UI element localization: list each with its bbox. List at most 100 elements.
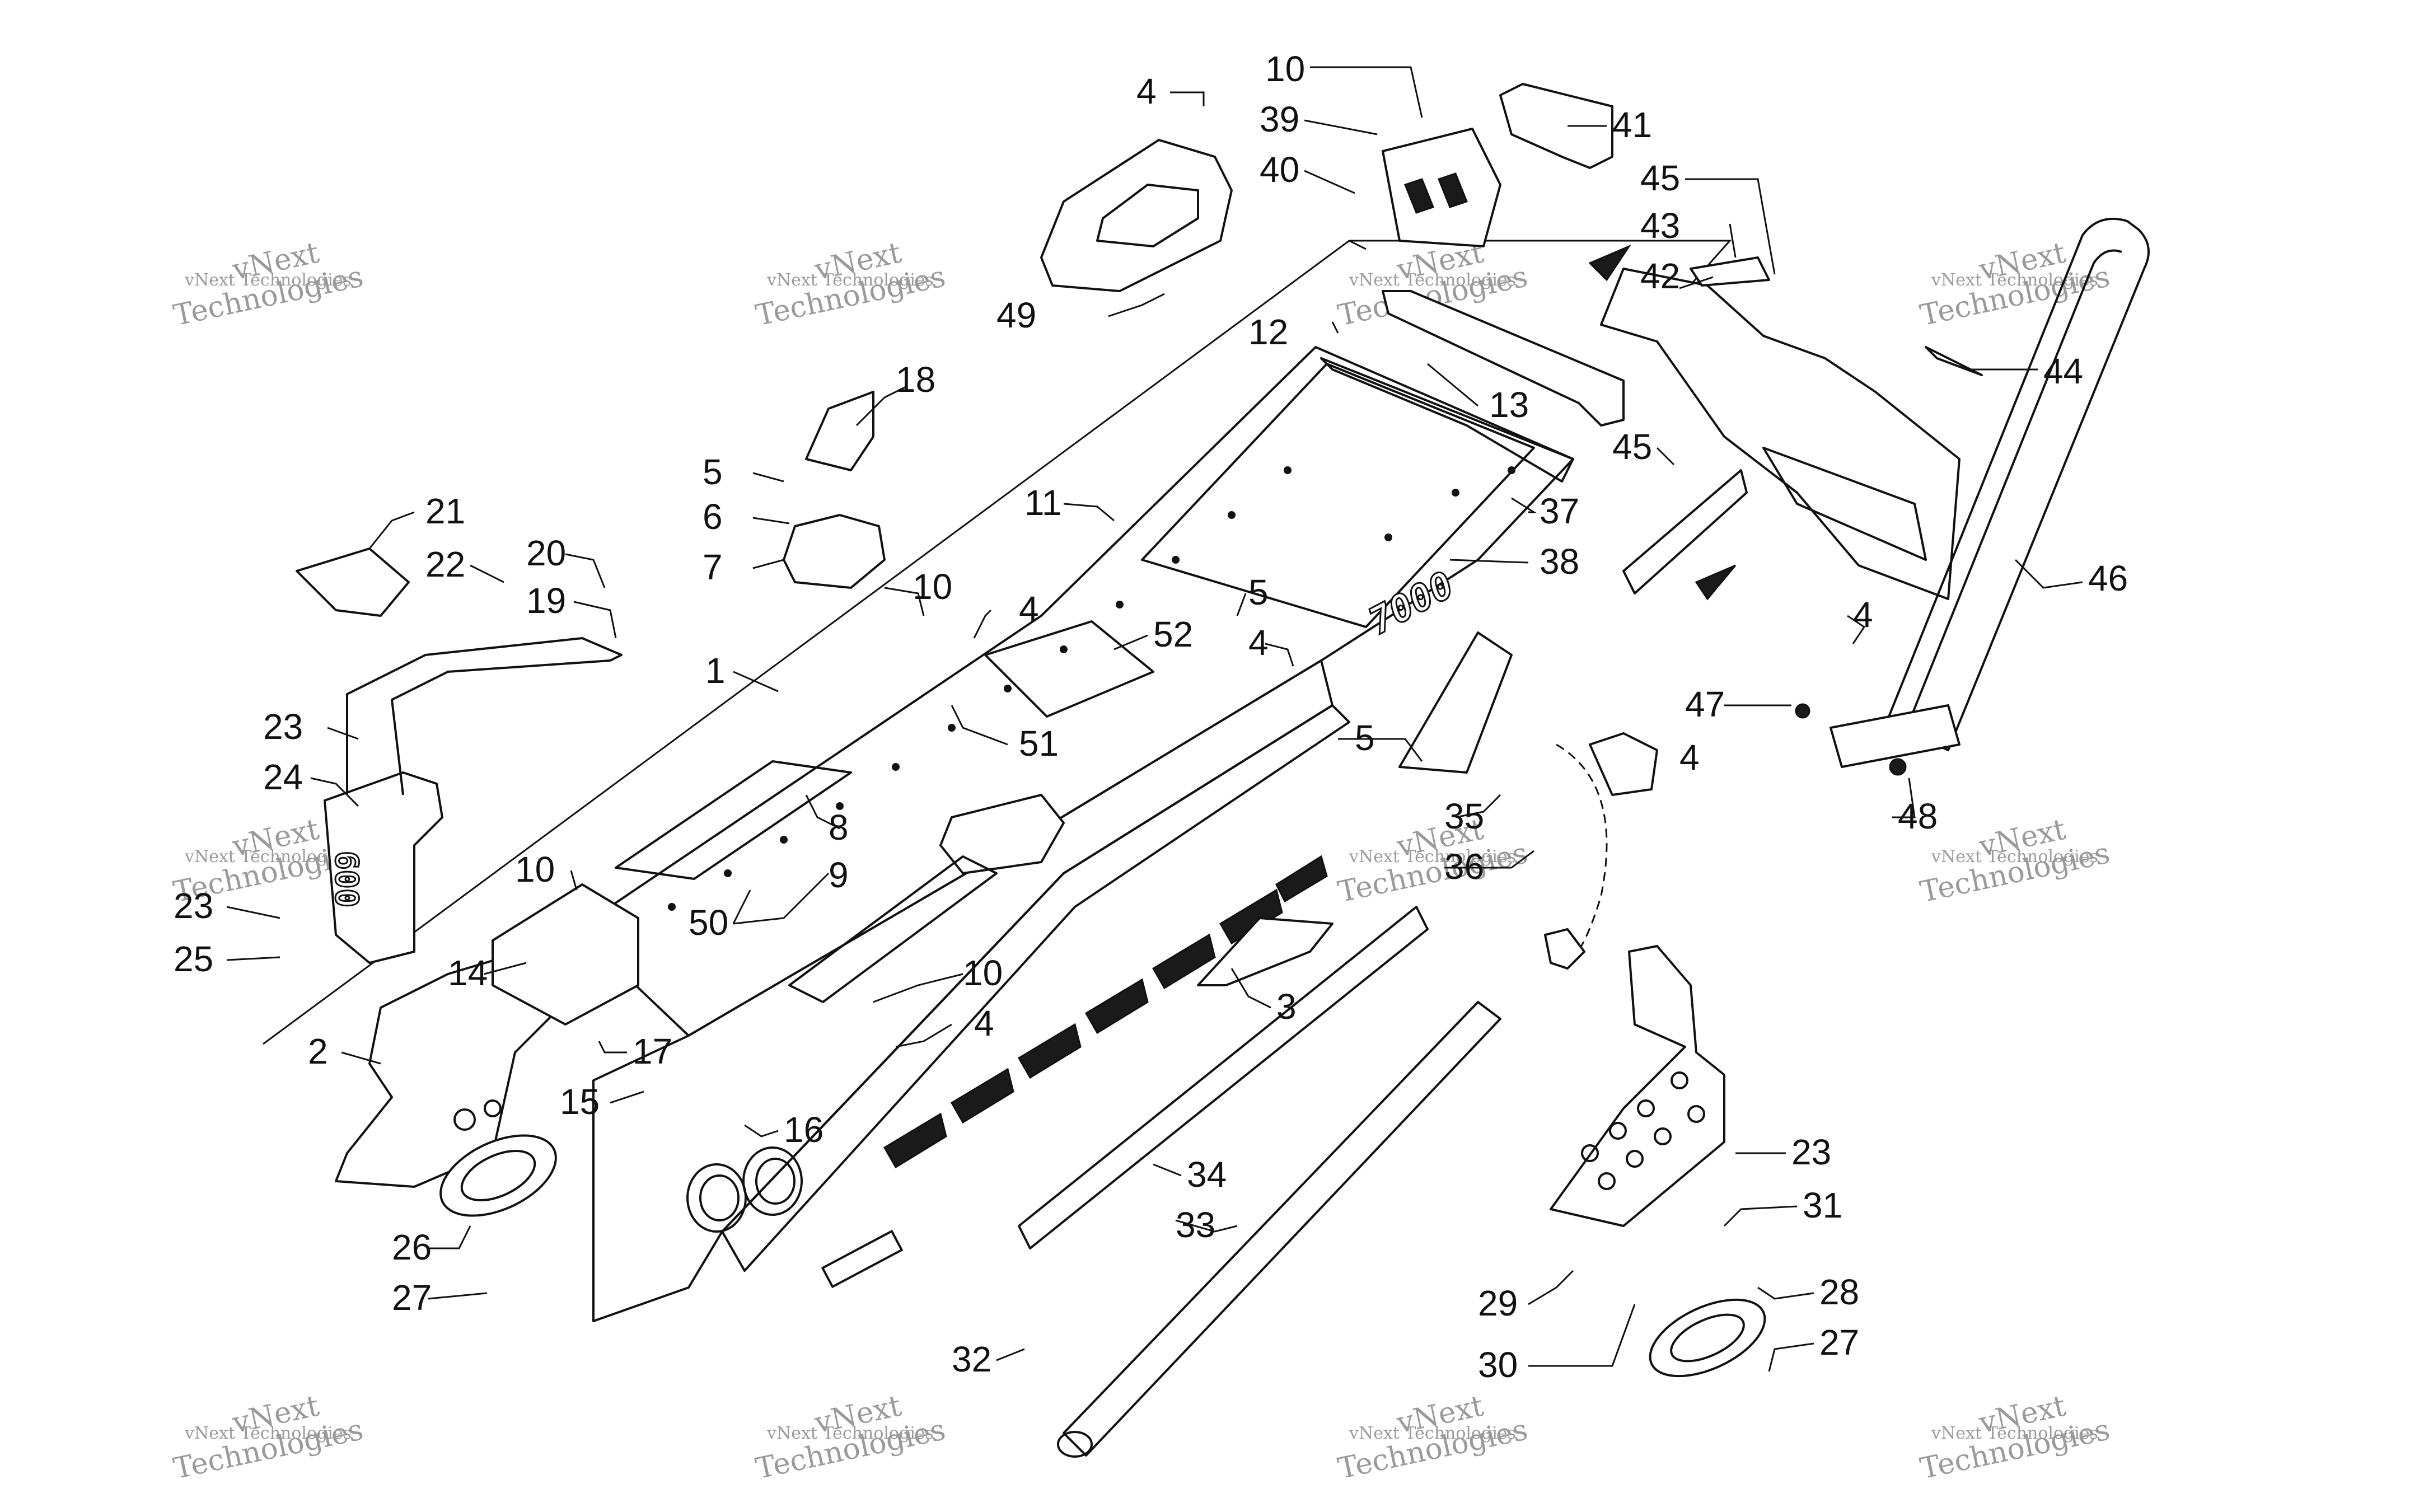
part-28-cup [1649, 1298, 1766, 1378]
callout-23: 23 [1791, 1132, 1831, 1172]
callout-10: 10 [913, 567, 952, 607]
parts-artwork: 7000 600 [263, 83, 2150, 1458]
callout-27: 27 [392, 1277, 432, 1318]
callout-10: 10 [963, 953, 1003, 993]
traction-pad [788, 855, 998, 1003]
grab-handle-inner [1908, 249, 2122, 723]
callout-3: 3 [1276, 986, 1297, 1027]
callout-50: 50 [689, 902, 728, 943]
panel-hole [453, 1108, 476, 1131]
callout-4: 4 [1248, 622, 1269, 663]
callout-39: 39 [1260, 99, 1299, 139]
part-44-reflector [1925, 346, 1983, 376]
side-badge: 600 [328, 851, 364, 907]
part-19-bracket [346, 637, 623, 795]
part-26-cup [439, 1134, 557, 1217]
svg-text:vNext Technologies: vNext Technologies [1931, 270, 2098, 290]
callout-22: 22 [425, 544, 465, 584]
watermark: vNext Technologies vNext Technologies [1917, 236, 2113, 333]
callout-48: 48 [1898, 796, 1938, 836]
callout-9: 9 [829, 855, 849, 895]
callout-17: 17 [633, 1031, 672, 1071]
tunnel-lower-rail [721, 704, 1350, 1272]
callout-20: 20 [526, 533, 566, 573]
part-49-seat-pad [1040, 139, 1233, 292]
svg-text:vNext Technologies: vNext Technologies [766, 270, 934, 290]
part-46-grab-handle [1885, 217, 2150, 751]
callout-52: 52 [1153, 614, 1193, 654]
part-28-cup-inner [1670, 1313, 1745, 1363]
callout-10: 10 [1265, 49, 1305, 89]
tunnel-assembly: 7000 [575, 346, 1574, 1322]
part-33-tube [1063, 1001, 1501, 1457]
callout-23: 23 [263, 706, 303, 747]
callout-4: 4 [1679, 737, 1700, 778]
speaker-hole [699, 1174, 740, 1221]
watermark: vNext Technologies vNext Technologies [753, 236, 948, 333]
callout-37: 37 [1540, 491, 1579, 531]
callout-labels: 4 10 39 40 41 45 43 42 44 45 49 12 13 18… [174, 49, 2128, 1385]
svg-text:vNext Technologies: vNext Technologies [1349, 1424, 1516, 1443]
callout-12: 12 [1248, 312, 1288, 352]
callout-30: 30 [1478, 1345, 1518, 1385]
callout-38: 38 [1540, 541, 1579, 582]
callout-4: 4 [974, 1003, 994, 1043]
svg-text:vNext Technologies: vNext Technologies [1931, 1424, 2098, 1443]
callout-4: 4 [1136, 71, 1157, 111]
panel-hole [484, 1099, 502, 1117]
svg-text:vNext Technologies: vNext Technologies [184, 1424, 352, 1443]
svg-text:vNext Technologies: vNext Technologies [1931, 847, 2098, 867]
watermark: vNext Technologies vNext Technologies [753, 1389, 948, 1486]
callout-28: 28 [1819, 1272, 1859, 1312]
part-21-cover [296, 547, 410, 617]
callout-5: 5 [1248, 572, 1269, 612]
flap-ribs [1762, 447, 1927, 561]
callout-27: 27 [1819, 1322, 1859, 1363]
part-52-pad [984, 620, 1154, 718]
callout-51: 51 [1019, 723, 1059, 764]
callout-4: 4 [1853, 594, 1873, 635]
part-13-rail [1382, 290, 1625, 427]
part-7-cover [783, 514, 886, 589]
callout-1: 1 [705, 650, 726, 691]
callout-7: 7 [703, 547, 723, 587]
part-41-bracket [1499, 83, 1613, 169]
callout-24: 24 [263, 757, 303, 797]
callout-6: 6 [703, 497, 723, 537]
callout-45: 45 [1640, 158, 1680, 198]
svg-text:vNext Technologies: vNext Technologies [1349, 847, 1516, 867]
running-board-cutouts [883, 855, 1328, 1169]
callout-49: 49 [996, 295, 1036, 335]
callout-19: 19 [526, 581, 566, 621]
callout-44: 44 [2043, 351, 2083, 391]
callout-23: 23 [174, 886, 213, 926]
watermark: vNext Technologies vNext Technologies [171, 236, 366, 333]
callout-42: 42 [1640, 256, 1680, 296]
callout-32: 32 [952, 1339, 991, 1379]
callout-2: 2 [308, 1031, 328, 1071]
part-34-rail [1018, 906, 1429, 1249]
tunnel-side-slot [821, 1230, 903, 1288]
traction-pad [615, 760, 852, 880]
watermark: vNext Technologies vNext Technologies [1917, 1389, 2113, 1486]
leader-lines [226, 66, 2083, 1372]
part-24-side-panel [324, 771, 443, 964]
watermark: vNext Technologies vNext Technologies [1917, 813, 2113, 910]
part-47-bolt [1795, 703, 1810, 719]
callout-35: 35 [1444, 796, 1484, 836]
svg-text:vNext Technologies: vNext Technologies [766, 1424, 934, 1443]
part-45-rail [1622, 469, 1748, 594]
callout-13: 13 [1489, 385, 1529, 425]
callout-33: 33 [1176, 1205, 1215, 1245]
part-26-cup-inner [460, 1149, 536, 1202]
part-36-buckle [1589, 732, 1658, 796]
callout-25: 25 [174, 939, 213, 979]
callout-45: 45 [1612, 427, 1652, 467]
callout-11: 11 [1024, 483, 1061, 523]
callout-31: 31 [1803, 1185, 1842, 1225]
callout-8: 8 [829, 807, 849, 848]
callout-18: 18 [896, 359, 935, 400]
part-36-end [1544, 928, 1585, 970]
callout-40: 40 [1260, 149, 1299, 190]
